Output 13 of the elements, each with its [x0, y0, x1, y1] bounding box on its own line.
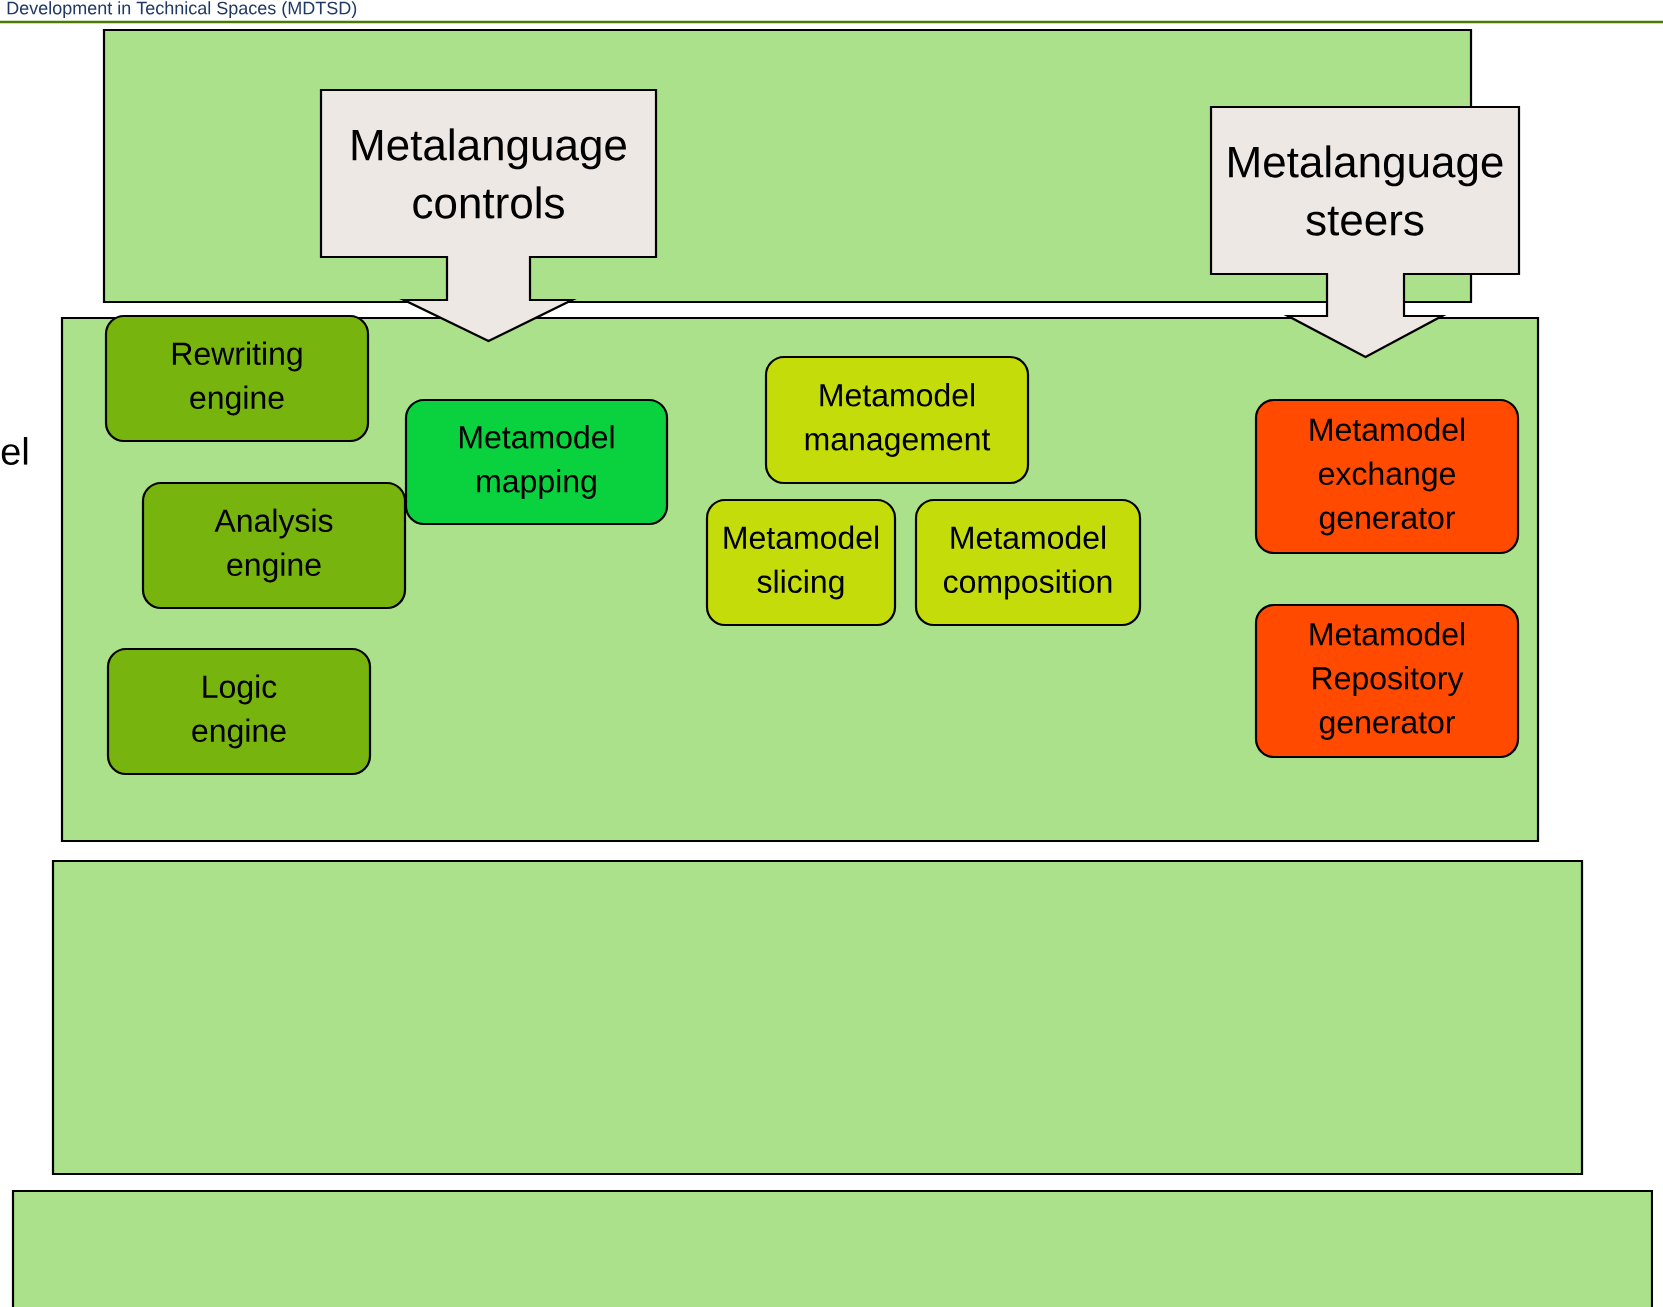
cut-text: el	[1, 437, 28, 465]
layer-band	[51, 859, 1584, 1176]
component-box: Metamodel mapping	[404, 398, 669, 526]
layer-band	[11, 1189, 1654, 1307]
header-text: Development in Technical Spaces (MDTSD)	[7, 1, 357, 18]
component-box: Metamodel exchange generator	[1254, 398, 1520, 555]
component-box: Metamodel slicing	[705, 498, 897, 627]
component-box: Analysis engine	[141, 481, 407, 610]
component-box: Metamodel Repository generator	[1254, 603, 1520, 759]
component-box: Metamodel management	[764, 355, 1030, 485]
component-box: Logic engine	[106, 647, 372, 776]
component-box: Rewriting engine	[104, 314, 370, 443]
component-box: Metamodel composition	[914, 498, 1142, 627]
